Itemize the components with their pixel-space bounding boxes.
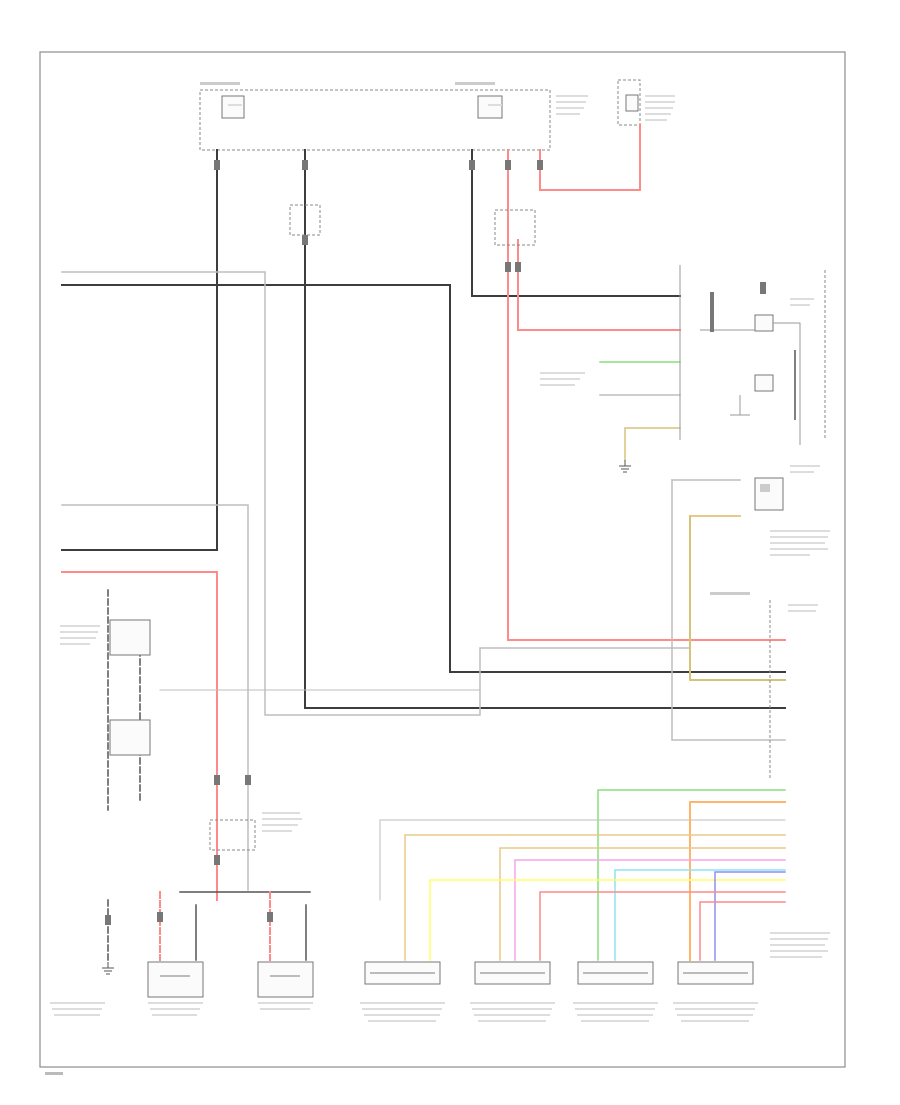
relay-top-right — [617, 79, 675, 126]
fuse-relay-block — [199, 82, 588, 151]
center-connector — [209, 812, 302, 851]
diagram-frame — [39, 51, 846, 1068]
ground-icon — [102, 962, 114, 975]
bottom-modules — [50, 932, 830, 1022]
ecu-connector-column — [710, 592, 818, 780]
connector-marks — [105, 160, 543, 925]
sensor-cluster — [540, 265, 826, 445]
center-relay — [289, 204, 536, 246]
wires — [61, 124, 786, 963]
left-control-unit — [60, 619, 151, 756]
ground-icon — [619, 460, 631, 473]
fuse-relay-block-labels — [200, 82, 588, 115]
page-marker — [45, 1072, 63, 1075]
right-connector-upper — [754, 465, 830, 556]
